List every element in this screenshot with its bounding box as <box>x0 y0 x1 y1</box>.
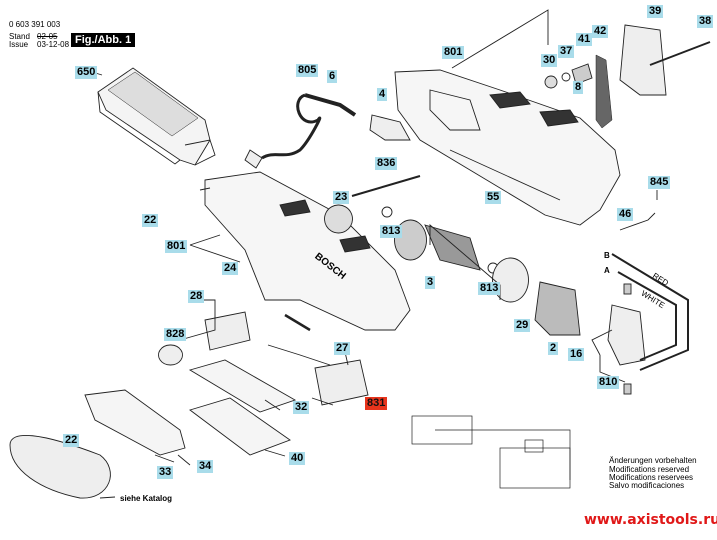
part-label-22-lower[interactable]: 22 <box>63 434 80 447</box>
part-label-801-upper[interactable]: 801 <box>442 46 465 59</box>
part-label-40[interactable]: 40 <box>289 452 306 465</box>
part-label-22-upper[interactable]: 22 <box>142 214 159 227</box>
belt-catalog-note: siehe Katalog <box>120 494 173 503</box>
part-label-42[interactable]: 42 <box>592 25 609 38</box>
part-label-24[interactable]: 24 <box>222 262 239 275</box>
part-label-46[interactable]: 46 <box>617 208 634 221</box>
part-label-23[interactable]: 23 <box>333 191 350 204</box>
part-label-38[interactable]: 38 <box>697 15 714 28</box>
part-label-41[interactable]: 41 <box>576 33 593 46</box>
part-label-813-upper[interactable]: 813 <box>380 225 403 238</box>
part-label-813-lower[interactable]: 813 <box>478 282 501 295</box>
part-label-805[interactable]: 805 <box>296 64 319 77</box>
stand-label: Stand <box>9 32 30 41</box>
note-line-es: Salvo modificaciones <box>609 481 685 490</box>
issue-label: Issue <box>9 40 29 49</box>
dust-box-drawing <box>97 67 216 166</box>
part-label-650[interactable]: 650 <box>75 66 98 79</box>
note-line-de: Änderungen vorbehalten <box>609 456 697 465</box>
part-label-3[interactable]: 3 <box>425 276 436 289</box>
stand-value: 02-05 <box>37 32 58 41</box>
figure-label: Fig./Abb. 1 <box>71 33 136 47</box>
part-label-55[interactable]: 55 <box>485 191 502 204</box>
part-label-33[interactable]: 33 <box>157 466 174 479</box>
part-number: 0 603 391 003 <box>9 20 61 29</box>
part-label-30[interactable]: 30 <box>541 54 558 67</box>
part-label-34[interactable]: 34 <box>197 460 214 473</box>
part-label-801-lower[interactable]: 801 <box>165 240 188 253</box>
part-label-16[interactable]: 16 <box>568 348 585 361</box>
connector-b-marker: B <box>604 251 610 260</box>
lower-housing-drawing <box>204 171 411 331</box>
part-label-828[interactable]: 828 <box>164 328 187 341</box>
part-label-6[interactable]: 6 <box>327 70 338 83</box>
power-cord-drawing <box>244 93 357 169</box>
part-label-836[interactable]: 836 <box>375 157 398 170</box>
armature-drawing <box>381 206 499 274</box>
note-line-en: Modifications reserved <box>609 465 690 474</box>
part-label-831-highlighted[interactable]: 831 <box>365 397 388 410</box>
part-label-810[interactable]: 810 <box>597 376 620 389</box>
part-label-37[interactable]: 37 <box>558 45 575 58</box>
part-label-27[interactable]: 27 <box>334 342 351 355</box>
upper-housing-drawing <box>394 69 621 226</box>
part-label-28[interactable]: 28 <box>188 290 205 303</box>
part-label-4[interactable]: 4 <box>377 88 388 101</box>
note-line-fr: Modifications reservees <box>609 473 694 482</box>
part-label-39[interactable]: 39 <box>647 5 664 18</box>
issue-value: 03-12-08 <box>37 40 70 49</box>
part-label-2[interactable]: 2 <box>548 342 559 355</box>
part-label-845[interactable]: 845 <box>648 176 671 189</box>
watermark-url[interactable]: www.axistools.ru <box>584 512 717 528</box>
part-label-29[interactable]: 29 <box>514 319 531 332</box>
connector-a-marker: A <box>604 266 610 275</box>
wiring-inset-drawing <box>411 415 571 489</box>
part-label-8[interactable]: 8 <box>573 81 584 94</box>
part-label-32[interactable]: 32 <box>293 401 310 414</box>
